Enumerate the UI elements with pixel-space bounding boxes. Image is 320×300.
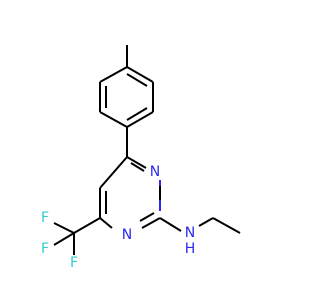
bond-c4-n3-double [130,162,145,172]
bond-benzene-bottom-right [126,111,154,128]
bond-cf3-f-left [53,232,75,246]
bond-benzene-inner-1 [126,73,148,87]
atom-amine-h: H [185,241,196,257]
bond-c2-n1 [141,217,161,229]
atom-ring-n3: N [150,164,160,180]
bond-benzene-inner-2 [126,107,148,121]
bond-c4-n3 [126,156,147,169]
atom-ring-n1: N [122,227,132,243]
bond-c2-n1-double [139,212,155,222]
bond-amine-ch2 [198,217,214,227]
bond-cf3-f-top [53,222,75,234]
molecule-structure-diagram: N N N H F F F [41,45,241,271]
bond-benzene-top-right [126,66,154,83]
atom-amine-n: N [185,225,195,241]
atom-f-top: F [41,210,49,226]
bond-n1-c6 [99,217,113,229]
bond-c6-cf3 [73,217,101,234]
bond-benzene-top-left [99,66,128,83]
bond-ch2-ch3 [212,217,241,234]
bond-c2-amine [159,217,182,232]
atom-f-bottom: F [70,255,78,271]
bond-benzene-bottom-left [99,111,128,128]
bond-c5-c4 [99,156,128,189]
atom-f-left: F [41,241,49,257]
